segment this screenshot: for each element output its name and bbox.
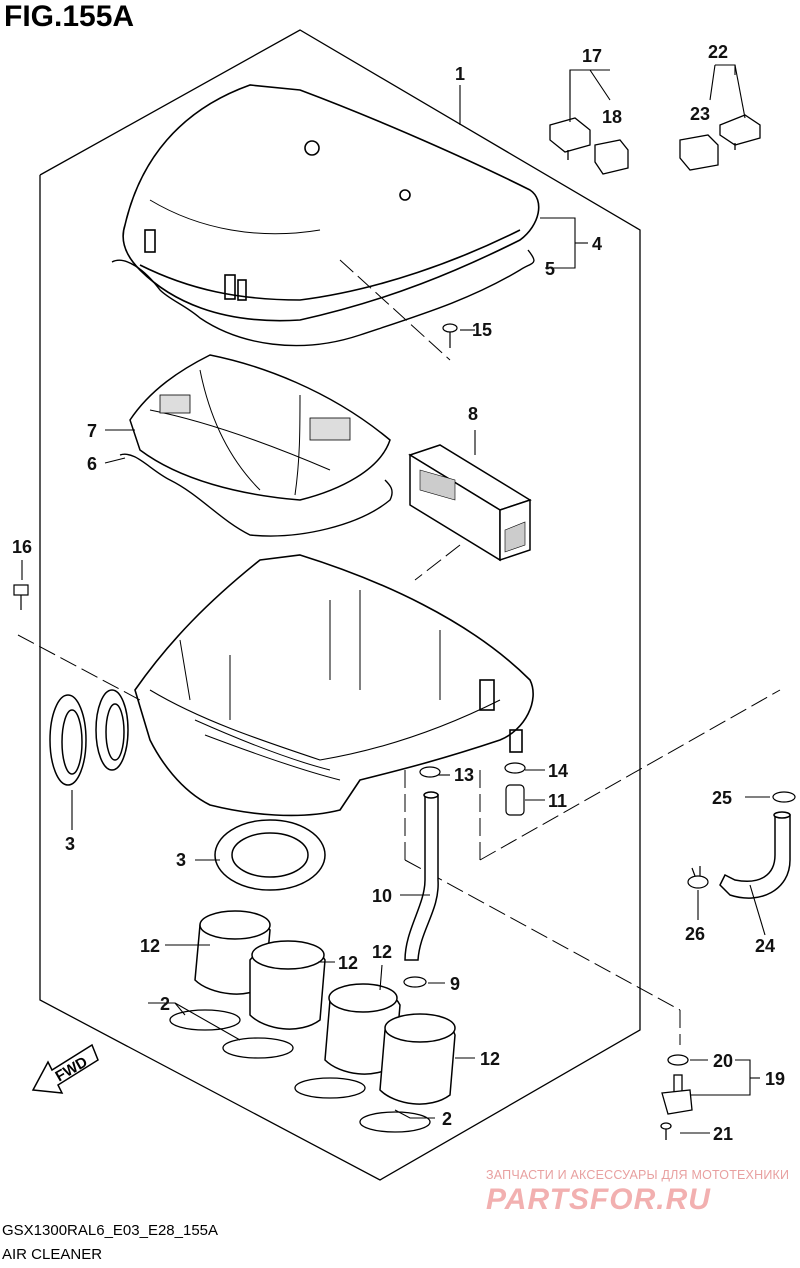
callout-9: 9 [450,974,460,994]
hose-clip-26 [687,866,709,889]
case-screw [13,584,29,610]
callout-16: 16 [12,537,32,557]
cap-screw [442,323,458,348]
air-cleaner-case [134,554,534,817]
callout-20: 20 [713,1051,733,1071]
callout-4: 4 [592,234,602,254]
callout-22: 22 [708,42,728,62]
connector-18 [594,139,629,175]
drain-hose [404,791,439,961]
assembly-guide-lines [17,259,781,1045]
callout-6: 6 [87,454,97,474]
callout-21: 21 [713,1124,733,1144]
callout-8: 8 [468,404,478,424]
filter-element [408,444,532,562]
hose-clips [403,762,526,988]
diagram-caption: AIR CLEANER [2,1246,103,1263]
callout-7: 7 [87,421,97,441]
callout-12-a: 12 [140,936,160,956]
watermark-logo: PARTSFOR.RU [486,1183,711,1216]
callout-19: 19 [765,1069,785,1089]
pair-hose [719,811,791,899]
element-holder [129,354,391,501]
intake-seal-left [49,689,129,786]
callout-25: 25 [712,788,732,808]
callout-labels: 1 2 2 3 3 4 5 6 7 8 9 10 11 12 12 12 12 … [12,42,785,1144]
leader-lines [21,64,770,1134]
holder-gasket [119,453,393,537]
callout-18: 18 [602,107,622,127]
callout-15: 15 [472,320,492,340]
callout-24: 24 [755,936,775,956]
callout-10: 10 [372,886,392,906]
callout-26: 26 [685,924,705,944]
forward-direction-arrow: FWD [31,1043,99,1094]
callout-14: 14 [548,761,568,781]
air-cleaner-cap [122,84,540,322]
callout-2-left: 2 [160,994,170,1014]
intake-seal-front [214,819,326,891]
callout-17: 17 [582,46,602,66]
model-code: GSX1300RAL6_E03_E28_155A [2,1222,219,1239]
callout-12-c: 12 [372,942,392,962]
callout-12-b: 12 [338,953,358,973]
connector-17 [549,117,591,160]
callout-5: 5 [545,259,555,279]
callout-12-d: 12 [480,1049,500,1069]
callout-3-front: 3 [176,850,186,870]
intake-air-temp-sensor [660,1054,693,1140]
intake-funnels [194,910,456,1105]
cap-gasket [111,249,535,347]
figure-title: FIG.155A [4,0,135,33]
watermark-text: ЗАПЧАСТИ И АКСЕССУАРЫ ДЛЯ МОТОТЕХНИКИ [486,1168,790,1182]
hose-clamp-25 [772,791,796,803]
connector-23 [679,134,719,171]
callout-11: 11 [548,791,567,811]
callout-3-left: 3 [65,834,75,854]
callout-1: 1 [455,64,465,84]
callout-2-right: 2 [442,1109,452,1129]
connector-22 [719,114,761,150]
callout-23: 23 [690,104,710,124]
funnel-clamps [169,1009,431,1133]
callout-13: 13 [454,765,474,785]
assembly-boundary [39,29,641,1181]
